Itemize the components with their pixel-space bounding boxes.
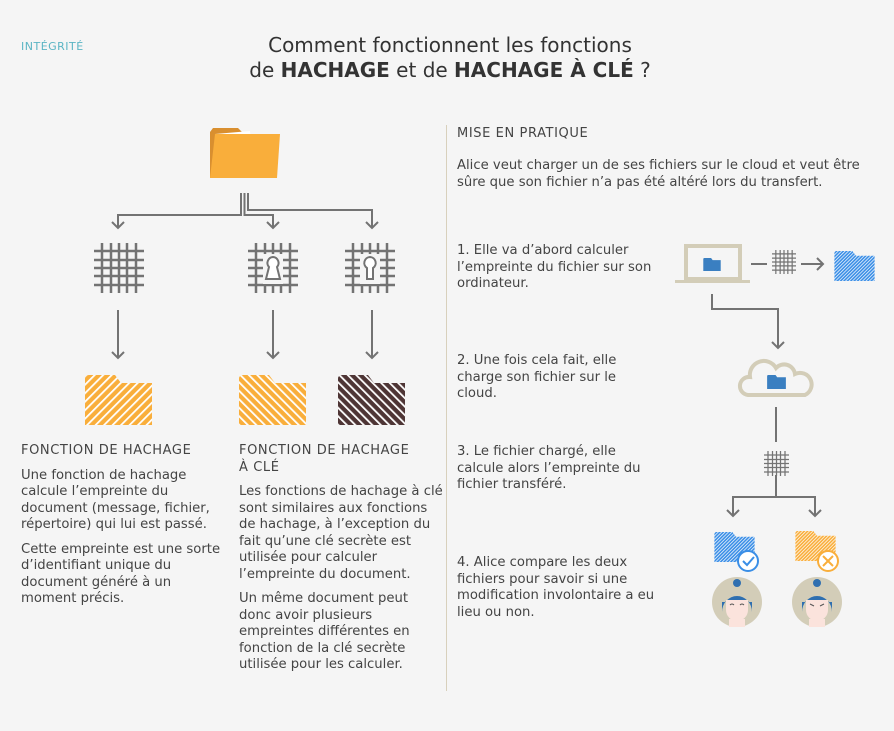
source-folder-icon bbox=[210, 128, 280, 178]
laptop-icon bbox=[675, 244, 750, 283]
title-text: et de bbox=[389, 58, 455, 82]
hash-icon bbox=[764, 451, 789, 476]
branch-connectors bbox=[111, 193, 379, 360]
hash-function-section: FONCTION DE HACHAGE Une fonction de hach… bbox=[21, 443, 221, 616]
title-line-1: Comment fonctionnent les fonctions bbox=[268, 33, 632, 57]
paragraph: Un même document peut donc avoir plusieu… bbox=[239, 591, 410, 672]
alice-happy-avatar bbox=[712, 577, 762, 627]
cross-icon bbox=[817, 550, 839, 572]
practice-intro: Alice veut charger un de ses fichiers su… bbox=[457, 158, 860, 190]
flow-connectors bbox=[711, 257, 825, 518]
keyed-hashed-folder-icon bbox=[239, 375, 306, 425]
page-title: Comment fonctionnent les fonctions de HA… bbox=[200, 33, 700, 83]
hashed-folder-icon bbox=[85, 375, 152, 425]
cloud-icon bbox=[738, 358, 814, 397]
keyed-hash-function-icon bbox=[345, 243, 395, 293]
step-4: 4. Alice compare les deux fichiers pour … bbox=[457, 555, 655, 620]
practice-heading: MISE EN PRATIQUE bbox=[457, 126, 589, 141]
title-emphasis-hachage: HACHAGE bbox=[280, 58, 390, 82]
step-1: 1. Elle va d’abord calculer l’empreinte … bbox=[457, 243, 652, 291]
alice-upset-avatar bbox=[792, 577, 842, 627]
title-text: ? bbox=[633, 58, 651, 82]
check-icon bbox=[737, 550, 759, 572]
paragraph: Les fonctions de hachage à clé sont simi… bbox=[239, 484, 443, 582]
section-heading: FONCTION DE HACHAGE À CLÉ bbox=[239, 443, 410, 475]
section-heading: FONCTION DE HACHAGE bbox=[21, 443, 192, 458]
keyed-hashed-folder-alt-icon bbox=[338, 375, 405, 425]
column-divider bbox=[446, 125, 447, 691]
title-line-2: de HACHAGE et de HACHAGE À CLÉ ? bbox=[200, 58, 700, 83]
title-emphasis-hachage-cle: HACHAGE À CLÉ bbox=[454, 58, 634, 82]
step-2: 2. Une fois cela fait, elle charge son f… bbox=[457, 353, 617, 401]
keyed-hash-function-icon bbox=[248, 243, 298, 293]
hash-function-icon bbox=[94, 243, 144, 293]
hashed-folder-blue-icon bbox=[834, 251, 875, 281]
keyed-hash-function-section: FONCTION DE HACHAGE À CLÉ Les fonctions … bbox=[239, 443, 444, 682]
hash-icon bbox=[772, 250, 796, 274]
section-tag: INTÉGRITÉ bbox=[21, 40, 84, 53]
title-text: de bbox=[249, 58, 281, 82]
paragraph: Une fonction de hachage calcule l’emprei… bbox=[21, 467, 210, 533]
paragraph: Cette empreinte est une sorte d’identifi… bbox=[21, 541, 221, 607]
step-3: 3. Le fichier chargé, elle calcule alors… bbox=[457, 444, 641, 492]
